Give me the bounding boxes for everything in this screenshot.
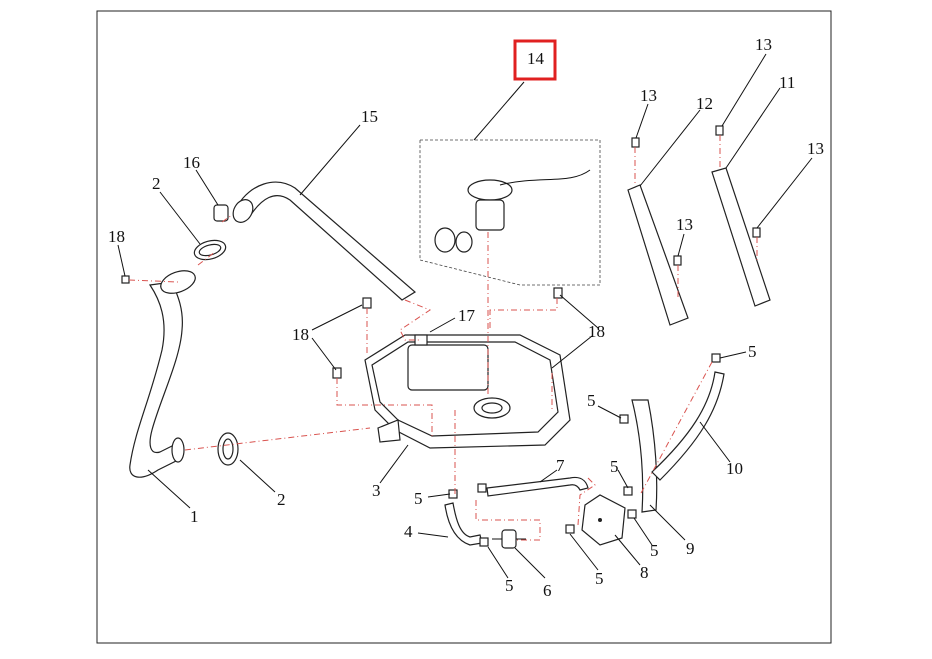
callout-3: 3 — [372, 481, 381, 500]
callout-5: 5 — [748, 342, 757, 361]
callout-4: 4 — [404, 522, 413, 541]
callout-6: 6 — [543, 581, 552, 600]
hose-clamp-lower — [217, 432, 239, 466]
hose-part-7 — [486, 476, 589, 497]
callout-5: 5 — [505, 576, 514, 595]
callout-2: 2 — [152, 174, 161, 193]
callout-18: 18 — [108, 227, 125, 246]
callout-13: 13 — [755, 35, 772, 54]
callout-5: 5 — [595, 569, 604, 588]
strap-part-11 — [711, 167, 771, 307]
callout-8: 8 — [640, 563, 649, 582]
fuel-pump-part-8 — [581, 494, 626, 546]
fuel-tank-part — [364, 334, 571, 449]
callout-14: 14 — [527, 49, 545, 68]
small-clamp-part — [213, 204, 229, 222]
callout-10: 10 — [726, 459, 743, 478]
callout-9: 9 — [686, 539, 695, 558]
diagram-frame — [96, 10, 832, 644]
leader-lines — [117, 53, 813, 579]
callout-12: 12 — [696, 94, 713, 113]
strap-part-12 — [627, 184, 689, 326]
callout-15: 15 — [361, 107, 378, 126]
callout-7: 7 — [556, 456, 565, 475]
bolt-left-18 — [121, 275, 130, 284]
callout-18: 18 — [588, 322, 605, 341]
callout-2: 2 — [277, 490, 286, 509]
fuel-pump-assembly-14 — [419, 139, 601, 286]
callout-5: 5 — [650, 541, 659, 560]
hose-clamp-upper — [193, 239, 227, 261]
callout-13: 13 — [640, 86, 657, 105]
bolt-tank-b — [332, 367, 342, 379]
hose-clamps-5 — [448, 353, 721, 547]
hose-part-4 — [444, 502, 483, 546]
hose-part-10 — [651, 371, 725, 481]
callout-13: 13 — [676, 215, 693, 234]
callout-5: 5 — [587, 391, 596, 410]
callout-labels: 1 2 2 3 4 5 5 5 5 5 5 5 6 7 8 9 10 11 12… — [108, 35, 824, 600]
callout-11: 11 — [779, 73, 795, 92]
filler-hose-part — [129, 270, 196, 478]
bolt-tank-c — [553, 287, 563, 299]
highlighted-callout-14[interactable]: 14 — [513, 39, 557, 81]
callout-16: 16 — [183, 153, 200, 172]
vent-tube-part — [232, 181, 417, 301]
callout-1: 1 — [190, 507, 199, 526]
callout-5: 5 — [610, 457, 619, 476]
callout-18: 18 — [292, 325, 309, 344]
callout-13: 13 — [807, 139, 824, 158]
bolt-tank-a — [362, 297, 372, 309]
hose-part-9 — [631, 399, 658, 513]
fuel-filter-part-6 — [492, 529, 526, 549]
callout-17: 17 — [458, 306, 476, 325]
callout-5: 5 — [414, 489, 423, 508]
phantom-lines — [128, 135, 758, 541]
highlight-box — [513, 39, 557, 81]
